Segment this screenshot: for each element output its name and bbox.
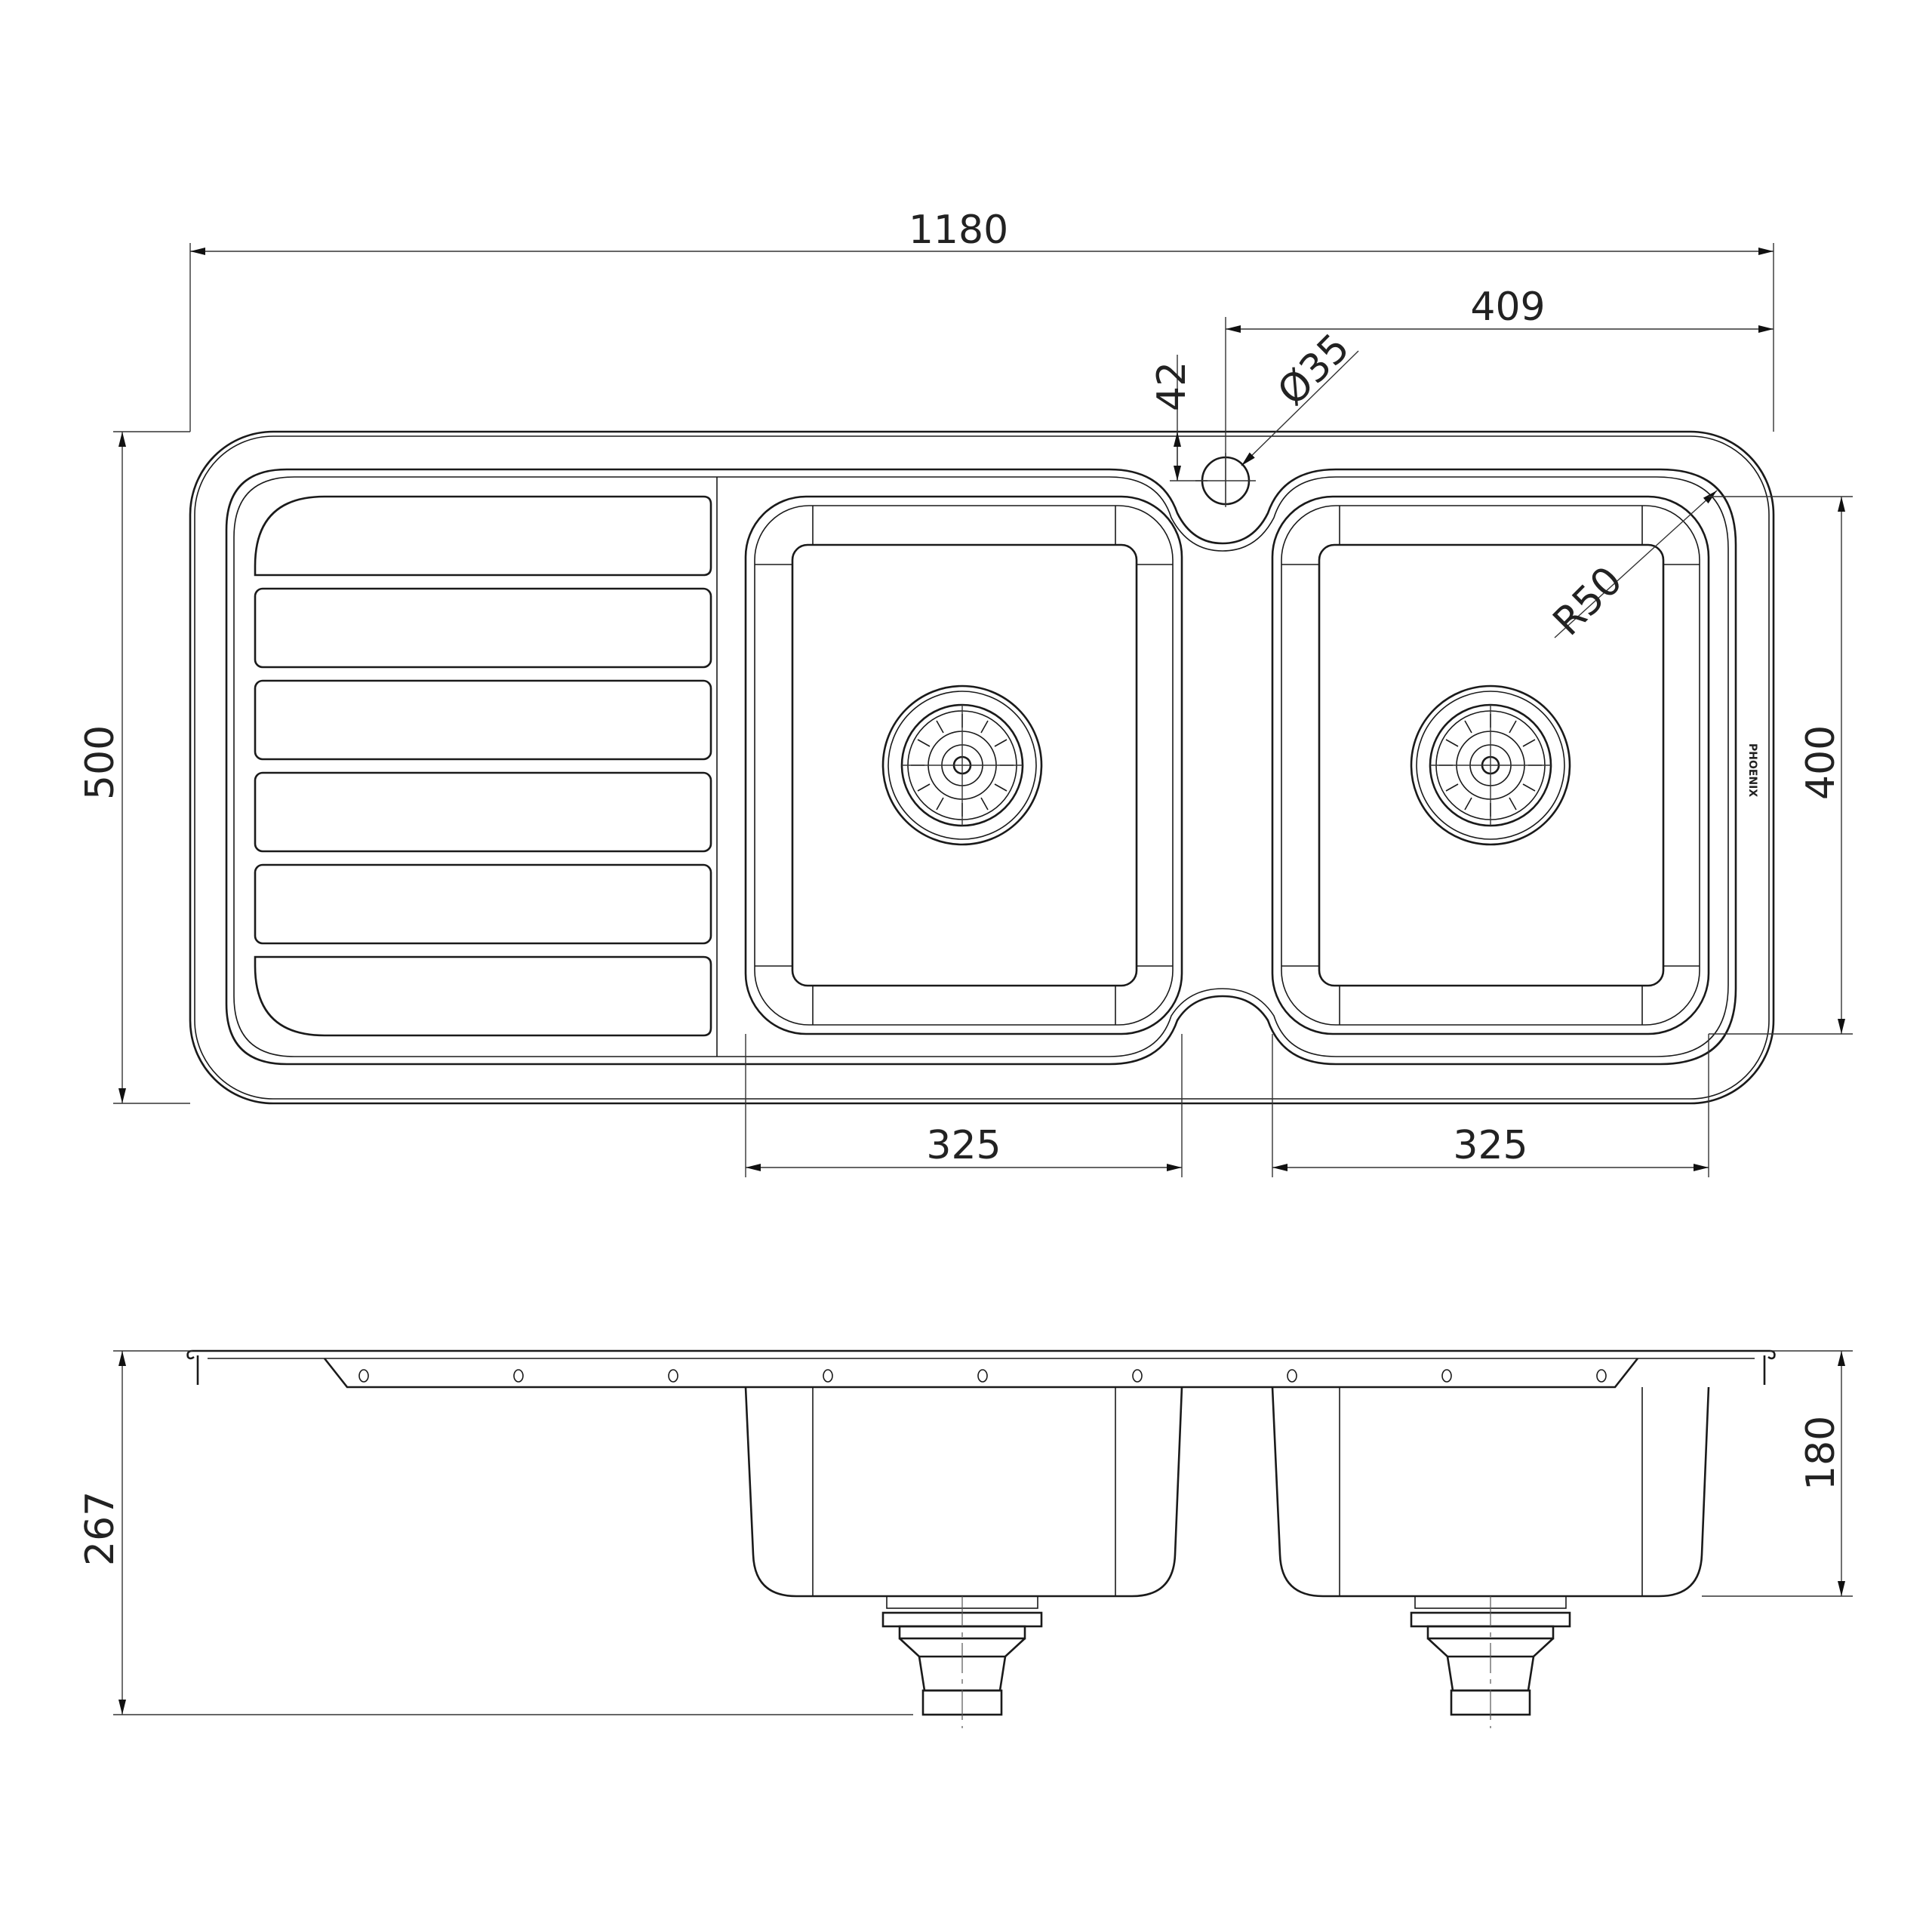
side-dimensions: 267 180 (78, 1350, 1853, 1715)
right-bowl: PHOENIX (1271, 495, 1758, 1035)
drainer-ribs (254, 495, 712, 1037)
brand-label: PHOENIX (1746, 743, 1758, 797)
dim-bowl-height: 180 (1798, 1416, 1844, 1491)
plan-dimensions: 1180 409 42 Ø35 R50 500 400 325 (78, 208, 1853, 1177)
dim-overall-width: 1180 (909, 208, 1008, 253)
right-bowl-side (1271, 1386, 1710, 1598)
dim-overall-height: 267 (78, 1491, 123, 1566)
dim-tap-diameter: Ø35 (1269, 325, 1358, 414)
dim-bowl-depth: 400 (1798, 725, 1844, 800)
left-waste-side-icon (881, 1595, 1043, 1728)
left-waste-icon (881, 685, 1043, 846)
left-bowl (744, 495, 1183, 1035)
sink-outer-edge (189, 430, 1775, 1105)
right-waste-side-icon (1410, 1595, 1571, 1728)
right-waste-icon (1410, 685, 1571, 846)
sink-inner-rim (225, 468, 1737, 1066)
dim-tap-setback: 42 (1149, 361, 1195, 411)
dim-right-bowl-width: 325 (1453, 1123, 1527, 1168)
dim-overall-depth: 500 (78, 725, 123, 800)
clip-holes (358, 1369, 1607, 1383)
dim-corner-radius: R50 (1545, 558, 1632, 645)
dim-tap-offset: 409 (1470, 285, 1545, 330)
plan-view: PHOENIX (189, 430, 1775, 1105)
left-bowl-side (744, 1386, 1183, 1598)
side-view (186, 1349, 1776, 1728)
dim-left-bowl-width: 325 (926, 1123, 1001, 1168)
